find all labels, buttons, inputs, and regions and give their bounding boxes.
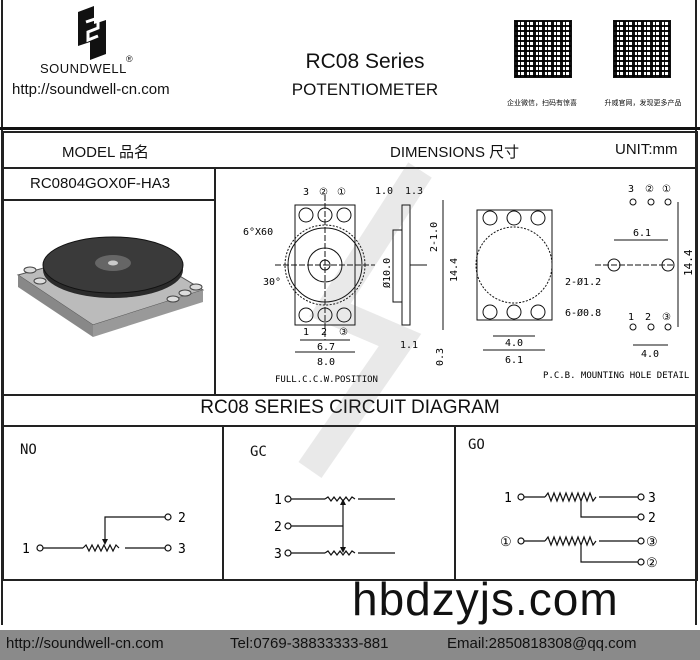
pcb-pin-top-1: ① [662,184,671,195]
go-pin-3b: ③ [646,535,658,550]
slot-label: 2-1.0 [429,222,440,252]
circuit-gc-label: GC [250,444,267,460]
go-pin-1b: ① [500,535,512,550]
site-watermark: hbdzyjs.com [352,573,619,625]
circuit-title: RC08 SERIES CIRCUIT DIAGRAM [200,397,500,418]
gc-pin-1: 1 [274,493,282,508]
pcb-large-holes: 2-Ø1.2 [565,276,601,288]
pcb-pin-bottom-3: ③ [662,312,671,323]
header-url[interactable]: http://soundwell-cn.com [12,81,170,98]
pin-bottom-1: 1 [303,327,309,338]
go-pin-2: 2 [648,511,656,526]
column-divider [214,167,216,395]
model-name: RC0804GOX0F-HA3 [30,175,171,192]
side-top-b: 1.3 [405,186,423,197]
no-pin-1: 1 [22,542,30,557]
diameter-label: Ø10.0 [381,258,393,288]
registered-mark: ® [126,54,133,64]
no-pin-2: 2 [178,511,186,526]
wechat-qr-code[interactable] [514,20,572,78]
spec-table [2,131,698,581]
pcb-span: 6.1 [633,228,651,239]
model-header: MODEL 品名 [62,144,149,161]
angle-label: 30° [263,277,281,288]
pcb-pin-top-2: ② [645,184,654,195]
teeth-label: 6°X60 [243,227,273,238]
pin-top-3: 3 [303,187,309,198]
height-label: 14.4 [449,258,460,282]
side-bottom-b: 0.3 [435,348,446,366]
row-divider [2,394,698,396]
pcb-pin-bottom-1: 1 [628,312,634,323]
circuit-go-label: GO [468,437,485,453]
series-title: RC08 Series [305,50,425,73]
go-pin-3: 3 [648,491,656,506]
side-top-a: 1.0 [375,186,393,197]
pcb-pitch: 4.0 [641,349,659,360]
qr-caption-2: 升威官网，发现更多产品 [604,100,682,107]
go-pin-1: 1 [504,491,512,506]
dimension-drawing: 3 ② ① 6°X60 30° 1 2 ③ 6.7 8.0 FULL.C.C.W… [243,184,695,385]
circuit-diagrams: 1 2 3 1 2 3 1 3 2 ① ③ ② [22,491,658,571]
go-pin-2b: ② [646,556,658,571]
website-qr-code[interactable] [613,20,671,78]
back-inner: 4.0 [505,338,523,349]
qr-caption-1: 企业微信，扫码有惊喜 [507,100,577,107]
gc-pin-3: 3 [274,547,282,562]
unit-label: UNIT:mm [615,141,678,158]
footer-url[interactable]: http://soundwell-cn.com [6,635,164,652]
circuit-no-label: NO [20,442,37,458]
width-inner: 6.7 [317,342,335,353]
width-outer: 8.0 [317,357,335,368]
pin-top-2: ② [319,187,328,198]
position-note: FULL.C.C.W.POSITION [275,375,378,385]
pcb-pin-bottom-2: 2 [645,312,651,323]
pcb-height: 14.4 [682,249,695,276]
row-divider [2,425,698,427]
column-divider [222,425,224,580]
dimensions-header: DIMENSIONS 尺寸 [390,144,520,161]
pcb-small-holes: 6-Ø0.8 [565,307,601,319]
row-divider [2,167,698,169]
footer-tel: Tel:0769-38833333-881 [230,635,389,652]
pcb-pin-top-3: 3 [628,184,634,195]
brand-name: SOUNDWELL [40,61,127,76]
header-divider [0,127,700,130]
soundwell-logo-icon [78,6,106,60]
no-pin-3: 3 [178,542,186,557]
footer-email[interactable]: Email:2850818308@qq.com [447,635,637,652]
pcb-note: P.C.B. MOUNTING HOLE DETAIL [543,371,689,381]
gc-pin-2: 2 [274,520,282,535]
soundwell-watermark-icon [298,162,432,478]
pin-bottom-2: 2 [321,327,327,338]
pin-bottom-3: ③ [339,327,348,338]
pin-top-1: ① [337,187,346,198]
column-divider [454,425,456,580]
back-outer: 6.1 [505,355,523,366]
row-divider [2,199,215,201]
side-bottom-a: 1.1 [400,340,418,351]
product-photo [16,236,205,337]
product-title: POTENTIOMETER [291,80,439,99]
footer-bar: http://soundwell-cn.com Tel:0769-3883333… [0,630,700,660]
